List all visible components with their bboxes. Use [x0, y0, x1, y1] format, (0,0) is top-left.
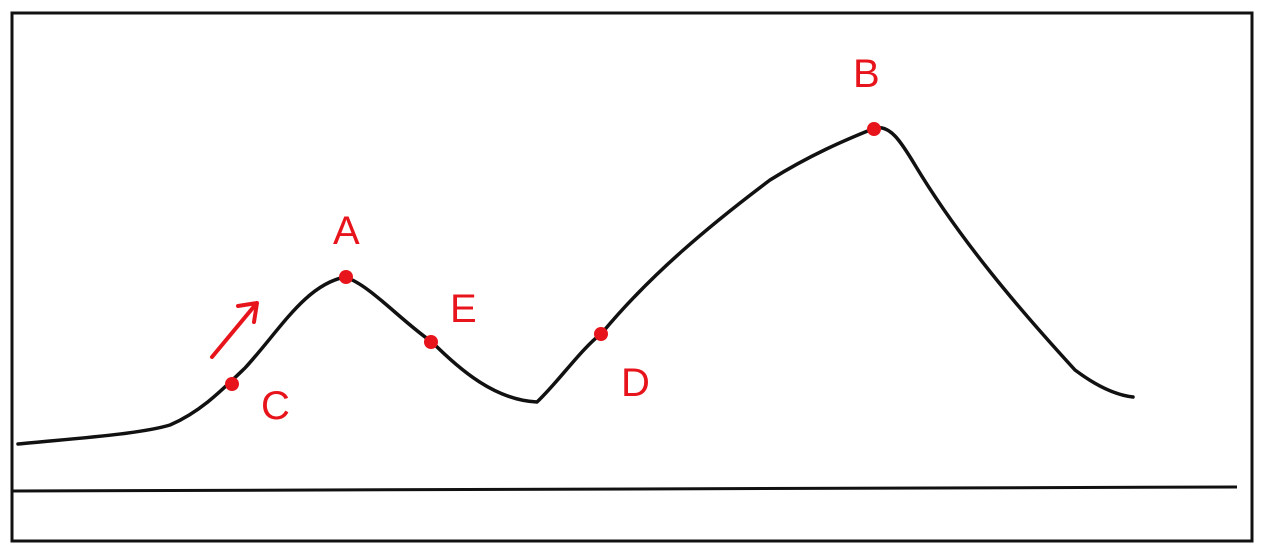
up-right-arrow-icon — [210, 301, 259, 359]
point-a-marker — [339, 270, 353, 284]
point-b: B — [853, 52, 881, 136]
point-d-marker — [594, 327, 608, 341]
point-b-label: B — [853, 52, 880, 96]
point-c: C — [225, 377, 290, 428]
point-d: D — [594, 327, 650, 405]
point-c-marker — [225, 377, 239, 391]
point-a-label: A — [333, 209, 360, 253]
diagram-frame — [10, 11, 1254, 543]
point-e-label: E — [450, 287, 477, 331]
point-a: A — [333, 209, 360, 284]
point-e: E — [424, 287, 477, 349]
baseline — [11, 485, 1238, 493]
point-d-label: D — [621, 361, 650, 405]
point-b-marker — [867, 122, 881, 136]
main-curve — [16, 125, 1135, 446]
point-c-label: C — [261, 384, 290, 428]
point-e-marker — [424, 335, 438, 349]
